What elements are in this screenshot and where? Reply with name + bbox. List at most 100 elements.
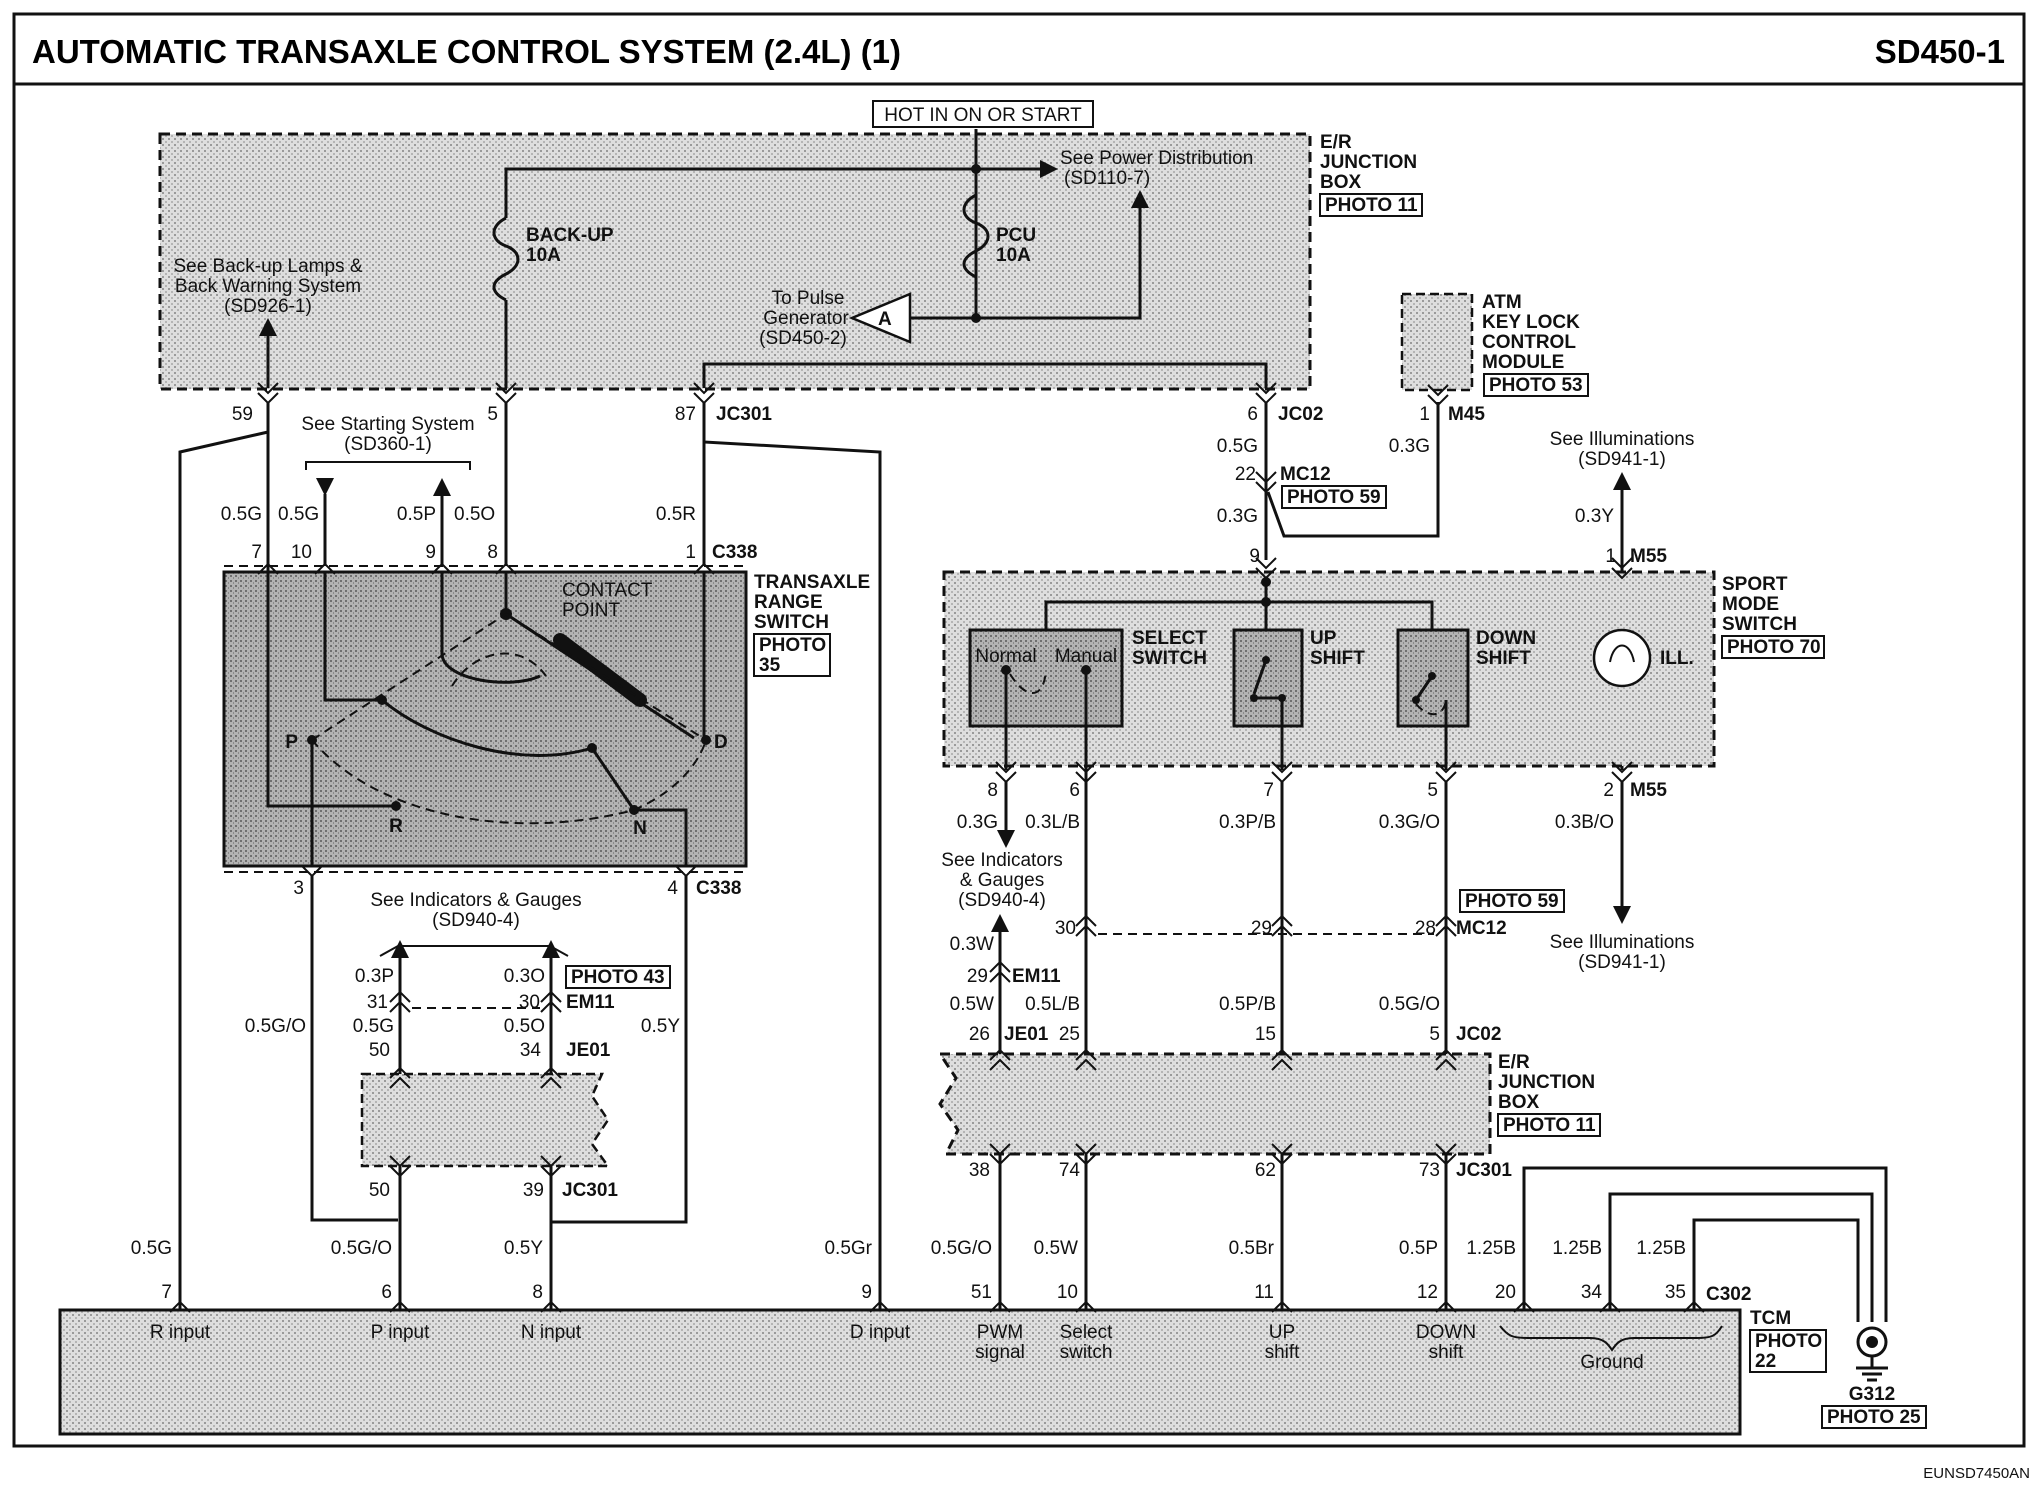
tcm-label: TCM: [1750, 1308, 1791, 1329]
pin-22: 22: [1235, 464, 1256, 485]
connector-jc301-left: JC301: [562, 1180, 618, 1201]
tcm-pin-8: 8: [532, 1282, 543, 1303]
fuse-backup-rating: 10A: [526, 245, 561, 266]
connector-jc301-label: JC301: [716, 404, 772, 425]
pin-30-em11: 30: [519, 992, 540, 1013]
position-p: P: [285, 732, 298, 753]
contact-point-1: CONTACT: [562, 580, 653, 601]
connector-jc301-right: JC301: [1456, 1160, 1512, 1181]
tcm-terminal-name: PWM: [977, 1322, 1023, 1343]
pin-73-jc301: 73: [1419, 1160, 1440, 1181]
indicators-left-ref-1: See Indicators & Gauges: [370, 890, 581, 911]
connector-m45-label: M45: [1448, 404, 1485, 425]
tcm-pin-6: 6: [381, 1282, 392, 1303]
page-title: AUTOMATIC TRANSAXLE CONTROL SYSTEM (2.4L…: [32, 33, 901, 70]
up-shift-label-1: UP: [1310, 628, 1337, 649]
starting-ref-2: (SD360-1): [344, 434, 432, 455]
down-shift-label-2: SHIFT: [1476, 648, 1531, 669]
connector-je01-left: JE01: [566, 1040, 611, 1061]
page-frame: [12, 12, 2026, 1448]
tcm-pin-20: 20: [1495, 1282, 1516, 1303]
tcm-pin-10: 10: [1057, 1282, 1078, 1303]
pin-10-c338: 10: [291, 542, 312, 563]
up-shift-switch: [1232, 628, 1304, 728]
pin-6-sport: 6: [1069, 780, 1080, 801]
fuse-backup-icon: [492, 216, 520, 302]
tcm-wire-label: 0.5W: [1034, 1238, 1078, 1259]
pin-34-je01: 34: [520, 1040, 542, 1061]
pin-9-sport: 9: [1249, 546, 1260, 567]
ground-g312-icon: [1856, 1326, 1888, 1382]
wire-05g-b: 0.5G: [278, 504, 319, 525]
page-code: SD450-1: [1875, 33, 2005, 70]
tcm-pin-12: 12: [1417, 1282, 1438, 1303]
pin-29-mc12: 29: [1251, 918, 1272, 939]
wire-05pb: 0.5P/B: [1219, 994, 1276, 1015]
tcm-wire-label: 0.5G/O: [931, 1238, 992, 1259]
wire-05o-je: 0.5O: [504, 1016, 545, 1037]
pin-8-sport: 8: [987, 780, 998, 801]
hot-label-box: [872, 100, 1094, 128]
tcm-wire-label: 0.5Y: [504, 1238, 543, 1259]
er-box-bottom-label-3: BOX: [1498, 1092, 1540, 1113]
range-switch-photo-1: PHOTO: [759, 635, 826, 656]
tcm-pin-9: 9: [861, 1282, 872, 1303]
illum-bottom-ref-1: See Illuminations: [1550, 932, 1695, 953]
er-box-bottom-label-2: JUNCTION: [1498, 1072, 1595, 1093]
er-box-top-photo: PHOTO 11: [1325, 195, 1418, 216]
position-n: N: [633, 818, 647, 839]
connector-jc02-label: JC02: [1278, 404, 1323, 425]
fuse-pcu-rating: 10A: [996, 245, 1031, 266]
tcm-pin-11: 11: [1254, 1282, 1274, 1303]
fuse-backup-name: BACK-UP: [526, 225, 614, 246]
pin-50-je01: 50: [369, 1040, 390, 1061]
tcm-terminal-name: P input: [371, 1322, 431, 1343]
wire-05g-a: 0.5G: [221, 504, 262, 525]
wire-03p: 0.3P: [355, 966, 394, 987]
er-box-bottom-label-1: E/R: [1498, 1052, 1530, 1073]
atm-label-1: ATM: [1482, 292, 1522, 313]
sport-label-3: SWITCH: [1722, 614, 1797, 635]
connector-a-label: A: [878, 309, 892, 330]
tcm-pin-7: 7: [161, 1282, 172, 1303]
pulse-ref-3: (SD450-2): [759, 328, 847, 349]
tcm-terminal-name: switch: [1060, 1342, 1113, 1363]
tcm-pin-51: 51: [971, 1282, 992, 1303]
tcm-pin-marker: [540, 1300, 562, 1313]
tcm-pin-marker: [1683, 1300, 1705, 1313]
pin-6: 6: [1247, 404, 1258, 425]
connector-je01-right: JE01: [1004, 1024, 1049, 1045]
pin-15-jc02: 15: [1255, 1024, 1276, 1045]
tcm-terminal-name: D input: [850, 1322, 911, 1343]
sport-photo: PHOTO 70: [1727, 637, 1821, 658]
range-switch-label-1: TRANSAXLE: [754, 572, 870, 593]
tcm-pin-marker: [989, 1300, 1011, 1313]
position-r: R: [389, 816, 403, 837]
pin-3-c338: 3: [293, 878, 304, 899]
illum-top-ref-2: (SD941-1): [1578, 449, 1666, 470]
pin-5-sport: 5: [1427, 780, 1438, 801]
tcm-pin-marker: [1435, 1300, 1457, 1313]
pin-2-m55: 2: [1603, 780, 1614, 801]
wire-03g-sport: 0.3G: [957, 812, 998, 833]
illum-bottom-ref-2: (SD941-1): [1578, 952, 1666, 973]
fuse-pcu-icon: [962, 193, 990, 279]
photo-59-top: PHOTO 59: [1287, 487, 1381, 508]
pin-26-je01: 26: [969, 1024, 990, 1045]
connector-mc12-label: MC12: [1280, 464, 1331, 485]
tcm-terminal-name: R input: [150, 1322, 211, 1343]
tcm-wire-label: 0.5Br: [1229, 1238, 1275, 1259]
wire-03o: 0.3O: [504, 966, 545, 987]
power-ref-1: See Power Distribution: [1060, 148, 1253, 169]
select-switch-label-1: SELECT: [1132, 628, 1207, 649]
contact-point-arm: [553, 633, 647, 707]
pin-39-jc301: 39: [523, 1180, 544, 1201]
wire-05g-jc02: 0.5G: [1217, 436, 1258, 457]
wire-05g-je: 0.5G: [353, 1016, 394, 1037]
atm-key-lock-module: [1400, 292, 1474, 392]
tcm-wire-label: 1.25B: [1552, 1238, 1602, 1259]
connector-c302-label: C302: [1706, 1284, 1751, 1305]
atm-label-3: CONTROL: [1482, 332, 1576, 353]
indicators-right-ref-1: See Indicators: [941, 850, 1062, 871]
